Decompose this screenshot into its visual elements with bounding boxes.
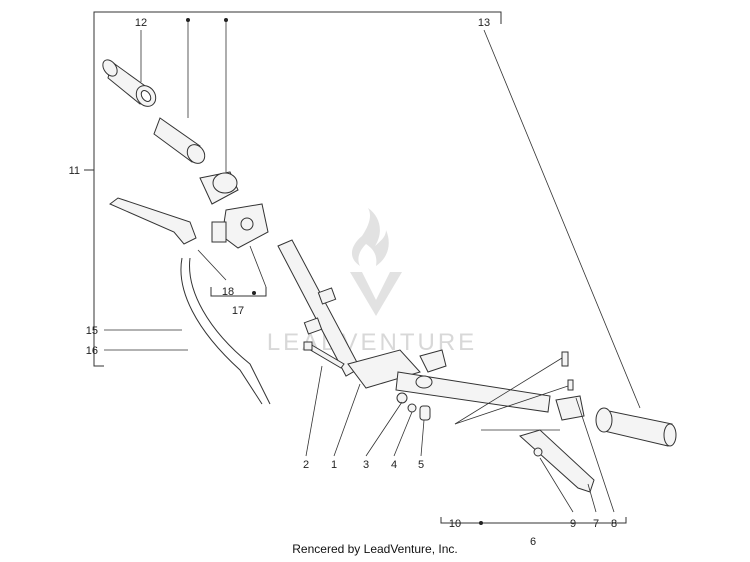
right-brake-lever — [519, 429, 595, 493]
right-grip — [595, 407, 677, 447]
callout-8: 8 — [611, 518, 617, 530]
bracket-group-11 — [93, 11, 502, 367]
watermark-logo — [350, 208, 402, 316]
callout-10: 10 — [449, 518, 461, 530]
callout-3: 3 — [363, 459, 369, 471]
callout-4: 4 — [391, 459, 397, 471]
bracket-group-6 — [440, 517, 627, 524]
callout-2: 2 — [303, 459, 309, 471]
callout-13: 13 — [478, 17, 490, 29]
master-cylinder — [211, 203, 269, 249]
callout-9: 9 — [570, 518, 576, 530]
clamp-bolt — [303, 341, 345, 369]
callout-5: 5 — [418, 459, 424, 471]
left-brake-lever — [109, 197, 197, 245]
callout-17: 17 — [232, 305, 244, 317]
throttle-housing — [199, 171, 239, 205]
throttle-tube — [153, 117, 206, 164]
brake-cables — [180, 257, 271, 405]
callout-6: 6 — [530, 536, 536, 548]
callout-12: 12 — [135, 17, 147, 29]
callout-7: 7 — [593, 518, 599, 530]
callout-18: 18 — [222, 286, 234, 298]
footer-credit: Rencered by LeadVenture, Inc. — [292, 542, 458, 556]
handlebar — [277, 239, 551, 413]
washer-3 — [396, 392, 408, 404]
callout-11: 11 — [69, 165, 80, 177]
left-grip — [102, 59, 157, 107]
callout-15: 15 — [86, 325, 98, 337]
callout-16: 16 — [86, 345, 98, 357]
callout-1: 1 — [331, 459, 337, 471]
nut-5 — [419, 405, 431, 421]
washer-4 — [407, 403, 417, 413]
watermark-text: LEADVENTURE — [267, 329, 477, 356]
bracket-group-17 — [210, 287, 267, 297]
